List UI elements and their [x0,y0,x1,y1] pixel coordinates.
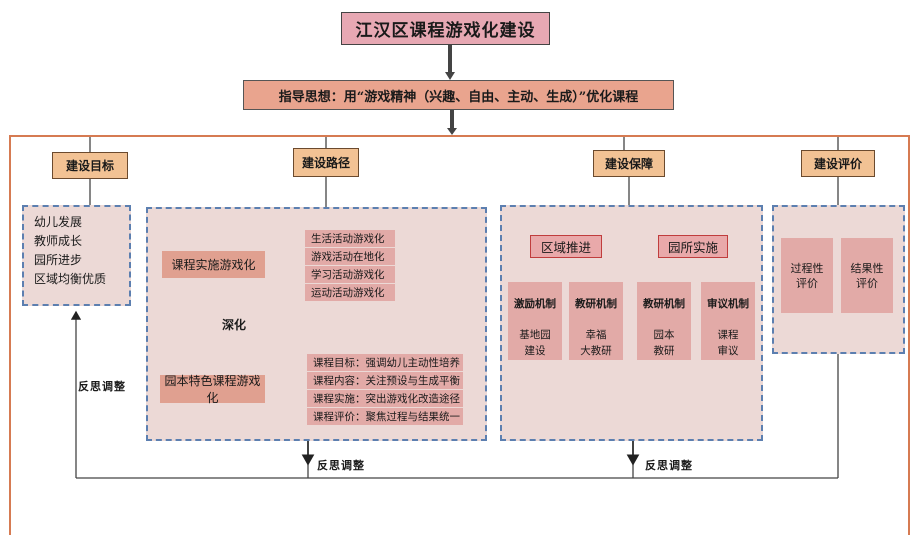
header-eval: 建设评价 [801,150,875,177]
diagram-title: 江汉区课程游戏化建设 [341,12,550,45]
mechanism-card: 激励机制 基地园 建设 [508,282,562,360]
goal-item: 区域均衡优质 [34,272,107,286]
goal-item: 幼儿发展 [34,215,83,229]
mechanism-title: 教研机制 [643,298,685,310]
guideline-box: 指导思想：用“游戏精神（兴趣、自由、主动、生成）”优化课程 [243,80,674,110]
region-box: 区域推进 [530,235,602,258]
goal-panel: 幼儿发展 教师成长 园所进步 区域均衡优质 [22,205,131,306]
mechanism-line: 幸福 [585,329,607,341]
mechanism-title: 教研机制 [575,298,617,310]
mechanism-card: 教研机制 园本 教研 [637,282,691,360]
result-eval-line: 评价 [856,276,878,290]
stage1-item: 学习活动游戏化 [305,266,395,283]
goal-item: 教师成长 [34,234,83,248]
mechanism-line: 大教研 [580,345,612,357]
header-path: 建设路径 [293,148,359,177]
stage2-box: 园本特色课程游戏化 [160,374,265,405]
outer-frame [9,135,910,535]
process-eval-box: 过程性 评价 [781,238,833,313]
stage2-item: 课程目标：强调幼儿主动性培养 [307,354,463,371]
mechanism-card: 教研机制 幸福 大教研 [569,282,623,360]
process-eval-line: 评价 [796,276,818,290]
stage2-item: 课程实施：突出游戏化改造途径 [307,390,463,407]
mechanism-line: 建设 [524,345,546,357]
result-eval-box: 结果性 评价 [841,238,893,313]
mechanism-line: 园本 [653,329,675,341]
goal-item: 园所进步 [34,253,83,267]
mechanism-title: 激励机制 [514,298,556,310]
mechanism-line: 课程 [717,329,739,341]
school-box: 园所实施 [658,235,728,258]
stage2-item: 课程内容：关注预设与生成平衡 [307,372,463,389]
result-eval-line: 结果性 [850,261,884,275]
process-eval-line: 过程性 [790,261,824,275]
goal-list: 幼儿发展 教师成长 园所进步 区域均衡优质 [24,207,129,289]
mechanism-line: 教研 [653,345,675,357]
feedback-label-mid: 反思调整 [317,459,365,472]
header-support: 建设保障 [593,150,665,177]
header-goal: 建设目标 [52,152,128,179]
mechanism-title: 审议机制 [707,298,749,310]
mechanism-card: 审议机制 课程 审议 [701,282,755,360]
stage1-box: 课程实施游戏化 [162,251,265,278]
mechanism-line: 审议 [717,345,739,357]
feedback-label-right: 反思调整 [645,459,693,472]
mechanism-line: 基地园 [519,329,551,341]
stage1-item: 运动活动游戏化 [305,284,395,301]
deepen-label: 深化 [222,318,247,332]
stage1-item: 生活活动游戏化 [305,230,395,247]
stage2-item: 课程评价：聚焦过程与结果统一 [307,408,463,425]
feedback-label-left: 反思调整 [78,380,126,393]
stage1-item: 游戏活动在地化 [305,248,395,265]
